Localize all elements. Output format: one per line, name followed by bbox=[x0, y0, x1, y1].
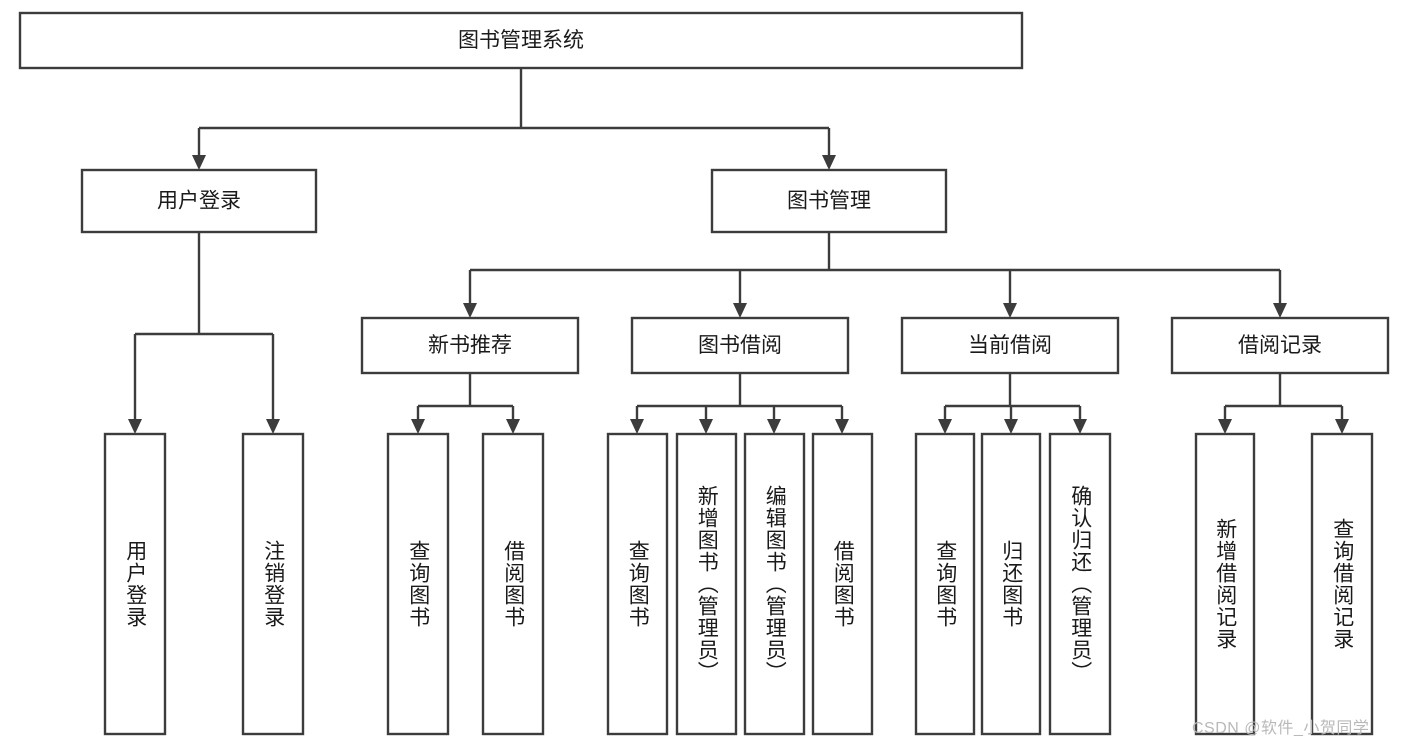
node-box-leaf-2[interactable] bbox=[386, 432, 450, 736]
arrow-head-5-0 bbox=[938, 419, 952, 434]
node-label-root-0: 图书管理系统 bbox=[458, 29, 584, 52]
arrow-head-4-3 bbox=[835, 419, 849, 434]
arrow-head-1-1 bbox=[733, 303, 747, 318]
node-box-leaf-5[interactable] bbox=[675, 432, 738, 736]
arrow-head-4-2 bbox=[767, 419, 781, 434]
node-box-leaf-0[interactable] bbox=[103, 432, 167, 736]
arrow-head-6-1 bbox=[1335, 419, 1349, 434]
arrow-head-1-0 bbox=[463, 303, 477, 318]
node-box-leaf-1[interactable] bbox=[241, 432, 305, 736]
node-label-level3-1: 图书借阅 bbox=[698, 334, 782, 357]
node-box-level3-1[interactable] bbox=[630, 316, 850, 375]
arrow-head-0-1 bbox=[822, 155, 836, 170]
node-box-root-0[interactable] bbox=[18, 11, 1024, 70]
arrow-head-1-3 bbox=[1273, 303, 1287, 318]
node-box-level3-0[interactable] bbox=[360, 316, 580, 375]
node-box-leaf-9[interactable] bbox=[980, 432, 1042, 736]
node-box-level3-2[interactable] bbox=[900, 316, 1120, 375]
node-label-level3-0: 新书推荐 bbox=[428, 334, 512, 357]
arrow-head-6-0 bbox=[1218, 419, 1232, 434]
node-box-leaf-10[interactable] bbox=[1048, 432, 1112, 736]
node-box-layer bbox=[18, 11, 1390, 736]
arrow-head-4-0 bbox=[630, 419, 644, 434]
arrow-head-0-0 bbox=[192, 155, 206, 170]
watermark-text: CSDN @软件_小贺同学 bbox=[1192, 720, 1370, 737]
node-box-level2-0[interactable] bbox=[80, 168, 318, 234]
arrow-head-4-1 bbox=[699, 419, 713, 434]
node-box-leaf-11[interactable] bbox=[1194, 432, 1256, 736]
arrow-head-5-1 bbox=[1004, 419, 1018, 434]
node-box-leaf-8[interactable] bbox=[914, 432, 976, 736]
node-box-level2-1[interactable] bbox=[710, 168, 948, 234]
node-label-level3-3: 借阅记录 bbox=[1238, 334, 1322, 357]
node-label-level3-2: 当前借阅 bbox=[968, 334, 1052, 357]
arrow-head-3-0 bbox=[411, 419, 425, 434]
node-box-level3-3[interactable] bbox=[1170, 316, 1390, 375]
connector-layer bbox=[128, 68, 1349, 434]
node-box-leaf-4[interactable] bbox=[606, 432, 669, 736]
node-box-leaf-7[interactable] bbox=[811, 432, 874, 736]
arrow-head-3-1 bbox=[506, 419, 520, 434]
arrow-head-5-2 bbox=[1073, 419, 1087, 434]
arrow-head-1-2 bbox=[1003, 303, 1017, 318]
arrow-head-2-1 bbox=[266, 419, 280, 434]
node-box-leaf-6[interactable] bbox=[743, 432, 806, 736]
node-label-level2-0: 用户登录 bbox=[157, 190, 241, 213]
node-label-level2-1: 图书管理 bbox=[787, 190, 871, 213]
node-box-leaf-3[interactable] bbox=[481, 432, 545, 736]
arrow-head-2-0 bbox=[128, 419, 142, 434]
node-box-leaf-12[interactable] bbox=[1310, 432, 1374, 736]
